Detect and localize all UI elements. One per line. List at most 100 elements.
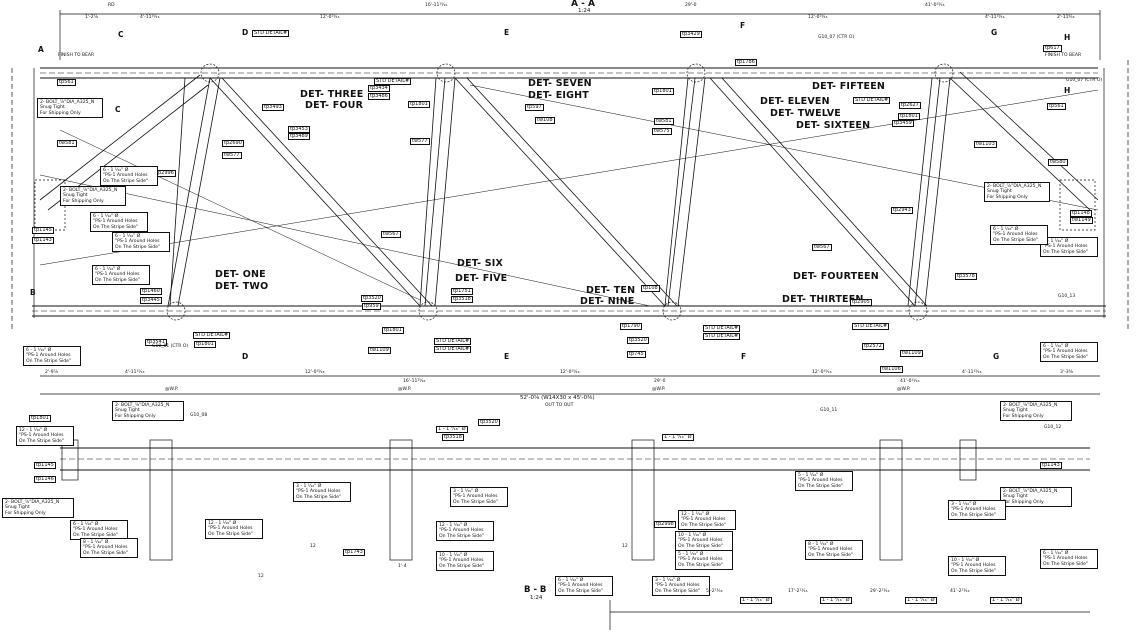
part-tag: tp959 [362,303,381,310]
part-tag: tp3541 [145,339,167,346]
part-tag: tp1145 [34,462,56,469]
section-bb-scale: 1:24 [530,595,543,601]
dim-label: 4'-11¹⁵⁄₁₆ [140,15,160,20]
std-detail-tag: STD DETAIL# [252,30,290,37]
out-to-out: OUT TO OUT [545,403,574,408]
dim-label: 2'-11⁵⁄₁₆ [1057,15,1075,20]
part-tag: tp3453 [288,126,310,133]
holes-note: 12 - 1 ¹⁄₁₆" Ø "PS-1 Around Holes On The… [436,521,494,541]
det-label: DET- ELEVEN [760,96,830,107]
std-detail-tag: STD DETAIL# [434,338,472,345]
part-tag: tp1743 [343,549,365,556]
section-marker: H [1064,33,1071,42]
part-tag: tp1801 [408,101,430,108]
holes-note: 6 - 1 ¹⁄₁₆" Ø "PS-1 Around Holes On The … [100,166,158,186]
overall-dim: 52'-0⅝ (W14X30 x 45'-0⅜) [520,395,595,401]
holes-note: 10 - 1 ¹⁄₁₆" Ø "PS-1 Around Holes On The… [948,556,1006,576]
part-tag: tp1801 [652,88,674,95]
rd-label: RD [108,3,115,8]
part-tag: tp3429 [680,31,702,38]
gauge-value: 12 [622,544,628,549]
gauge-value: 1'-4 [398,564,407,569]
det-label: DET- TWELVE [770,108,841,119]
part-tag: tp3520 [478,419,500,426]
part-tag: tp1801 [898,113,920,120]
bolt-note: 2- BOLT_⅞"DIA_A325_N Snug Tight For Ship… [60,186,126,206]
ctr-label: G10_07 (CTR O) [1066,78,1103,83]
holes-note: 12 - 1 ¹⁄₁₆" Ø "PS-1 Around Holes On The… [205,519,263,539]
holes-note: 5 - 1 ¹⁄₁₆" Ø "PS-1 Around Holes On The … [675,550,733,570]
ctr-label: G10_07 (CTR O) [818,35,855,40]
section-title: A - A [571,0,595,9]
part-tag: tp3434 [368,85,390,92]
dim-label: 12'-0¹⁵⁄₁₆ [812,370,832,375]
part-tag: tw581 [57,140,77,147]
part-tag: tw581 [654,118,674,125]
section-marker: E [504,352,510,361]
holes-note: 8 - 1 ¹⁄₁₆" Ø "PS-1 Around Holes On The … [80,538,138,558]
finish-to-bear: FINISH TO BEAR [58,53,95,58]
holes-note: 3 - 1 ¹⁄₁₆" Ø "PS-1 Around Holes On The … [948,500,1006,520]
std-detail-tag: STD DETAIL# [193,332,231,339]
part-tag: tp3459 [892,120,914,127]
finish-to-bear: FINISH TO BEAR [1045,53,1082,58]
holes-note: 3 - 1 ¹⁄₁₆" Ø "PS-1 Around Holes On The … [293,482,351,502]
det-label: DET- SIX [457,258,504,269]
part-tag: tp3578 [955,273,977,280]
holes-note: 6 - 1 ¹⁄₁₆" Ø "PS-1 Around Holes On The … [1040,549,1098,569]
section-marker: G [991,28,998,37]
part-tag: tp3520 [627,337,649,344]
section-marker: E [504,28,510,37]
dim-label: 3'-3⅝ [1060,370,1073,375]
holes-note: 6 - 1 ¹⁄₁₆" Ø "PS-1 Around Holes On The … [70,520,128,540]
det-label: DET- TWO [215,281,269,292]
ctr-label: G10_08 [190,413,208,418]
ctr-label: G10_12 [1044,425,1062,430]
part-tag: tw577 [222,152,242,159]
dim-label: 5'-2¹³⁄₁₆ [706,589,723,594]
det-label: DET- ONE [215,269,266,280]
bolt-note: 2- BOLT_⅞"DIA_A325_N Snug Tight For Ship… [2,498,74,518]
det-label: DET- THIRTEEN [782,294,864,305]
bolt-note: 2- BOLT_⅞"DIA_A325_N Snug Tight For Ship… [37,98,103,118]
holes-note: 6 - 1 ¹⁄₁₆" Ø "PS-1 Around Holes On The … [92,265,150,285]
part-tag: tp2572 [862,343,884,350]
det-label: DET- SEVEN [528,78,592,89]
std-detail-tag: STD DETAIL# [703,333,741,340]
holes-note: 6 - 1 ¹⁄₁₆" Ø "PS-1 Around Holes On The … [1040,342,1098,362]
part-tag: tw1106 [880,366,903,373]
holes-note: 10 - 1 ¹⁄₁₆" Ø "PS-1 Around Holes On The… [675,531,733,551]
part-tag: tp2905 [850,299,872,306]
hole-callout: 1 - 1 ¹⁄₁₆" Ø [990,597,1022,604]
dim-label: 4'-11¹⁵⁄₁₆ [985,15,1005,20]
ctr-label: G10_11 [820,408,838,413]
det-label: DET- NINE [580,296,635,307]
section-marker: C [118,30,124,39]
wp-label: @W.P. [165,387,179,392]
bolt-note: 2- BOLT_⅞"DIA_A325_N Snug Tight For Ship… [1000,401,1072,421]
std-detail-tag: STD DETAIL# [853,97,891,104]
part-tag: tp1751 [451,288,473,295]
part-tag: tp1143 [1040,462,1062,469]
section-marker: F [741,352,747,361]
std-detail-tag: STD DETAIL# [374,78,412,85]
holes-note: 6 - 1 ¹⁄₁₆" Ø "PS-1 Around Holes On The … [555,576,613,596]
dim-label: 29'-2¹³⁄₁₆ [870,589,890,594]
part-tag: tp597 [525,104,544,111]
holes-note: 6 - 1 ¹⁄₁₆" Ø "PS-1 Around Holes On The … [1040,237,1098,257]
part-tag: tp3486 [368,93,390,100]
det-label: DET- FIFTEEN [812,81,886,92]
dim-label: 16'-11¹⁵⁄₁₆ [425,3,448,8]
section-marker: C [115,105,121,114]
part-tag: tp617 [1043,45,1062,52]
std-detail-tag: STD DETAIL# [852,323,890,330]
gauge-value: 12 [310,544,316,549]
ctr-label: G10_01 (CTR O) [152,344,189,349]
part-tag: tw108 [535,117,555,124]
dim-label: 41'-0¹⁵⁄₁₆ [900,379,920,384]
part-tag: tp3445 [140,297,162,304]
std-detail-tag: STD DETAIL# [434,346,472,353]
part-tag: tw1109 [368,347,391,354]
dim-label: 2'-9⅞ [45,370,58,375]
